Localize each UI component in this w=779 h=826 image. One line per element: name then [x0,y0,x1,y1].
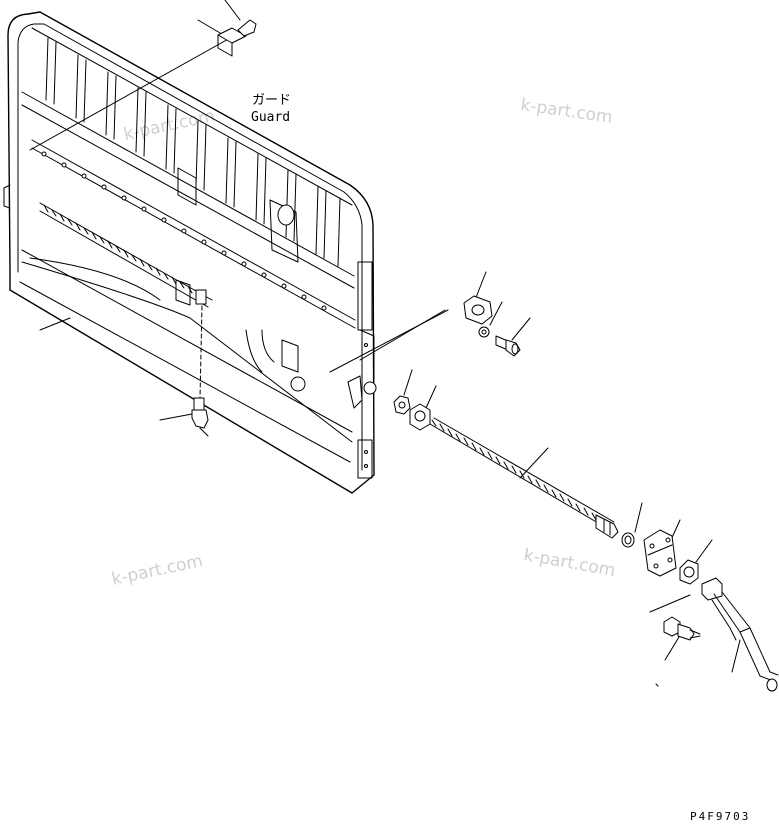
watermark-layer: k-part.com k-part.com k-part.com k-part.… [110,95,617,590]
watermark: k-part.com [519,95,613,128]
collar [409,403,431,431]
guard-slats [45,37,341,267]
internal-screw [39,202,213,308]
guard-label-en: Guard [251,110,290,125]
washer [478,326,490,338]
guard-label-jp: ガード [252,93,291,108]
flange-bushing [679,559,699,585]
hex-bolt [663,616,701,641]
grease-nipple [159,305,209,437]
square-plate [463,295,493,325]
clip-part [217,19,257,57]
snap-ring [621,532,635,548]
bolt [495,335,521,357]
drawing-code: P4F9703 [690,810,750,823]
rail-bolts [41,151,327,311]
guard-frame [3,11,377,494]
nut [393,395,411,415]
threaded-shaft [429,417,619,539]
watermark: k-part.com [110,551,205,590]
bearing-plate [643,529,677,577]
crank-handle [701,577,779,692]
leader-lines [29,0,741,687]
watermark: k-part.com [522,545,617,581]
